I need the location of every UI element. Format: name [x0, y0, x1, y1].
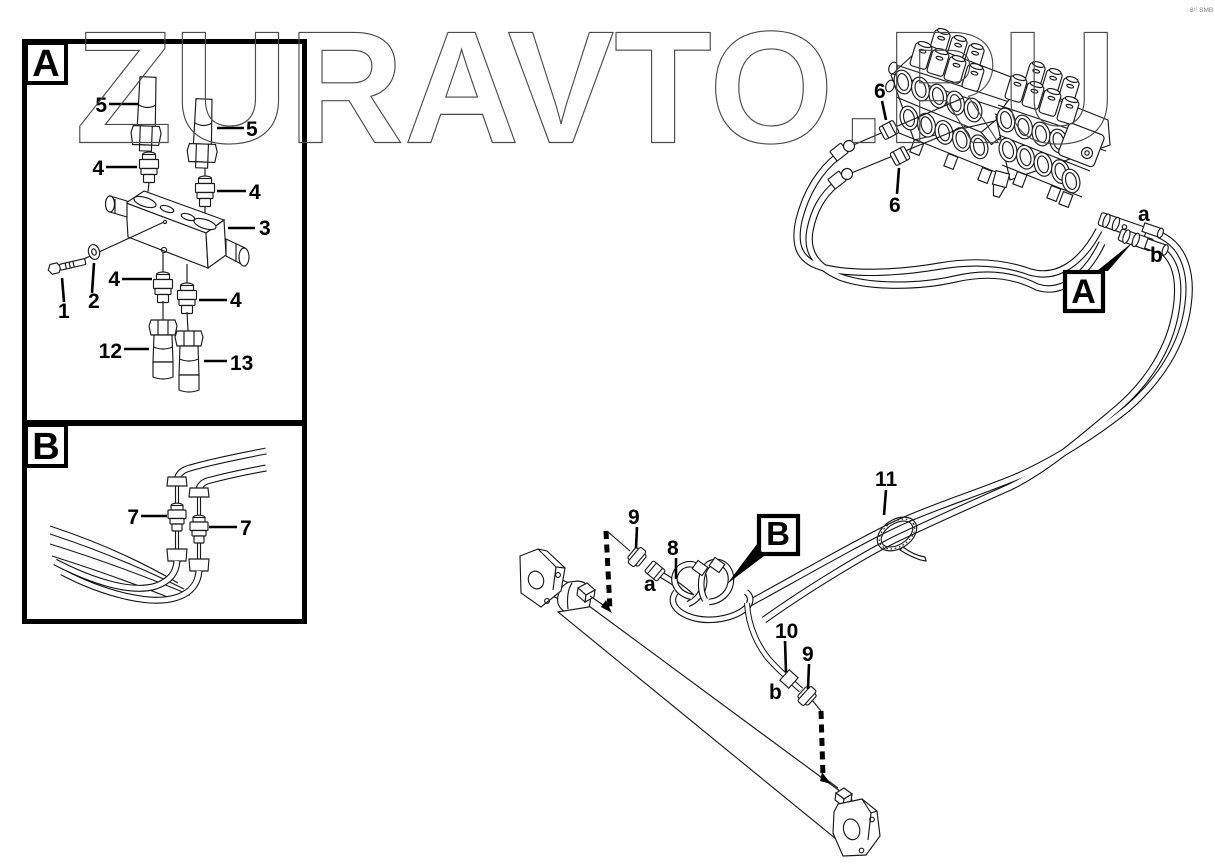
- svg-text:A: A: [32, 43, 59, 85]
- svg-text:2: 2: [88, 290, 100, 313]
- svg-text:a: a: [644, 573, 656, 596]
- svg-text:A: A: [1071, 273, 1096, 311]
- svg-text:4: 4: [108, 268, 120, 291]
- svg-text:4: 4: [230, 289, 242, 312]
- svg-text:B: B: [766, 515, 790, 552]
- svg-text:5: 5: [95, 94, 107, 117]
- svg-text:b: b: [1150, 244, 1163, 267]
- svg-text:B: B: [32, 426, 59, 468]
- svg-text:6: 6: [874, 80, 886, 103]
- svg-text:b: b: [769, 681, 782, 704]
- svg-text:4: 4: [92, 157, 104, 180]
- svg-text:7: 7: [240, 517, 252, 540]
- svg-text:a: a: [1138, 203, 1150, 226]
- svg-text:8¹⁾ SMB: 8¹⁾ SMB: [1190, 6, 1213, 14]
- svg-text:7: 7: [127, 506, 139, 529]
- svg-text:3: 3: [259, 217, 271, 240]
- svg-text:9: 9: [628, 506, 640, 529]
- svg-text:ZURAVTO.RU: ZURAVTO.RU: [75, 0, 1117, 177]
- svg-text:4: 4: [249, 181, 261, 204]
- svg-text:6: 6: [889, 194, 901, 217]
- svg-text:9: 9: [802, 643, 814, 666]
- svg-text:10: 10: [775, 620, 798, 643]
- svg-text:13: 13: [230, 352, 253, 375]
- svg-text:11: 11: [875, 468, 898, 491]
- svg-text:5: 5: [246, 118, 258, 141]
- svg-text:12: 12: [99, 340, 122, 363]
- svg-text:1: 1: [58, 300, 70, 323]
- svg-text:8: 8: [667, 537, 679, 560]
